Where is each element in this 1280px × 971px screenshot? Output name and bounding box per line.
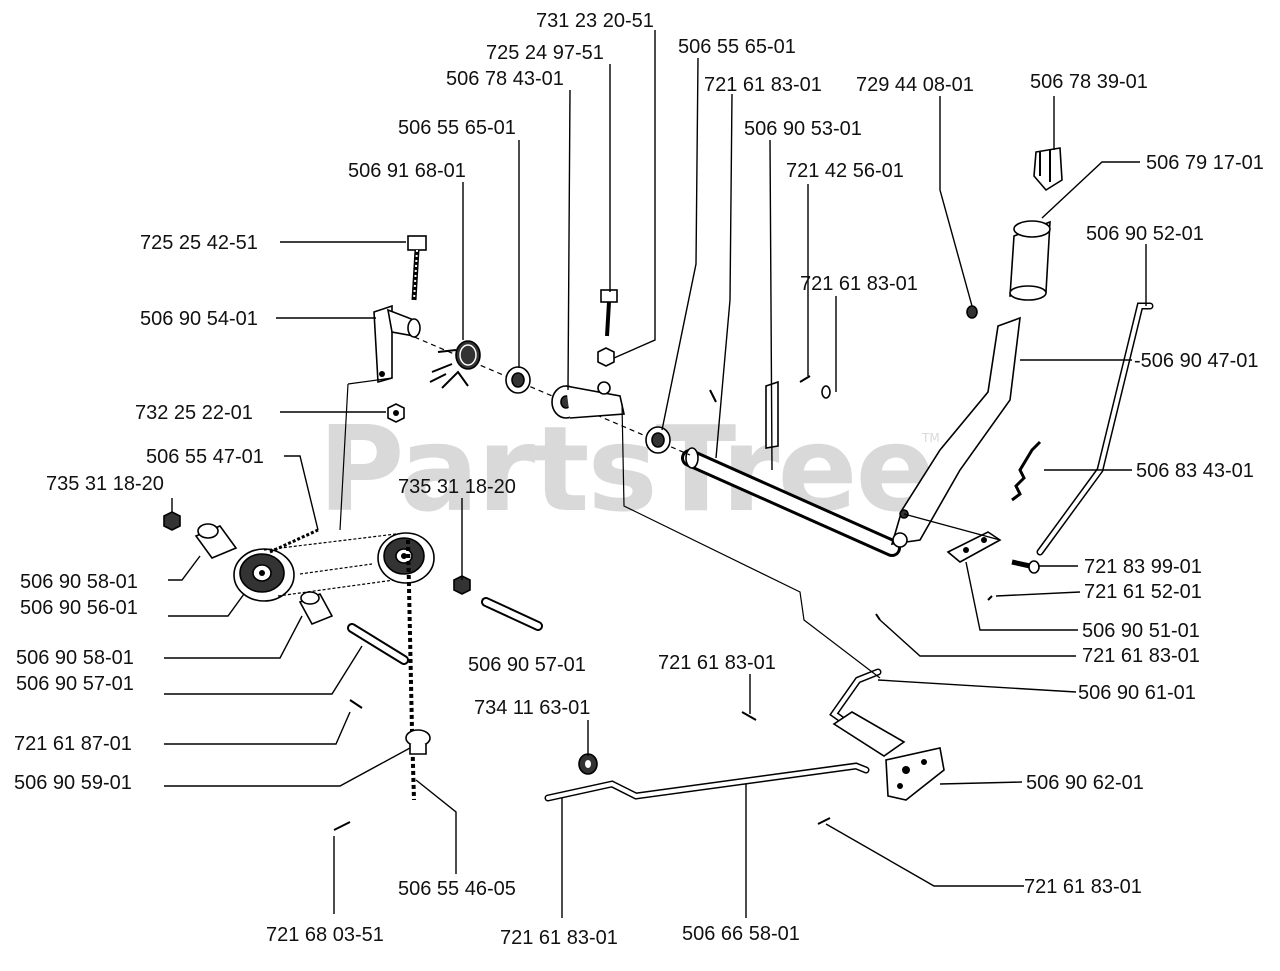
washer-part [966,305,978,319]
part-label: 721 61 83-01 [500,927,618,949]
spacer-part-2 [298,591,334,626]
bushing-part [505,366,531,394]
part-label: 721 68 03-51 [266,924,384,946]
pivot-arm-part [551,381,625,419]
link-rod-part [544,762,870,802]
part-label: 506 90 57-01 [16,673,134,695]
knob-part [1033,147,1063,192]
spacer-part [194,523,238,559]
pin-part [987,595,993,601]
control-rod-part [1036,302,1154,556]
part-label: 735 31 18-20 [398,476,516,498]
part-label: 506 91 68-01 [348,160,466,182]
mount-plate-part [946,531,1002,563]
cable-end-part [405,729,431,755]
part-label: 506 90 61-01 [1078,682,1196,704]
belt-part [263,533,397,597]
part-label: 506 90 62-01 [1026,772,1144,794]
part-label: 721 61 52-01 [1084,581,1202,603]
part-label: 506 90 58-01 [16,647,134,669]
part-label: 506 90 58-01 [20,571,138,593]
cotter-pin-part [709,375,831,403]
part-label: 506 90 57-01 [468,654,586,676]
leader-lines [164,30,1147,918]
bushing-part-2 [645,426,671,454]
part-label: 721 61 83-01 [1082,645,1200,667]
cable-part [269,528,319,554]
part-label: 506 90 56-01 [20,597,138,619]
part-label: 506 78 43-01 [446,68,564,90]
part-label: 732 25 22-01 [135,402,253,424]
part-label: -506 90 47-01 [1134,350,1259,372]
pin-part-right [481,597,543,631]
washer-part-2 [578,753,598,775]
cotter-pin-part-3 [817,817,831,825]
torsion-spring-part [429,340,481,389]
part-label: 721 83 99-01 [1084,556,1202,578]
part-label: 735 31 18-20 [46,473,164,495]
part-label: 506 90 54-01 [140,308,258,330]
part-label: 721 61 83-01 [1024,876,1142,898]
bell-crank-part [832,711,945,801]
part-label: 506 55 65-01 [398,117,516,139]
part-label: 731 23 20-51 [536,10,654,32]
small-bolt-part [597,289,618,367]
part-label: 506 90 53-01 [744,118,862,140]
spring-pin-part-2 [333,821,351,831]
grip-part [1009,220,1051,301]
part-label: 725 24 97-51 [486,42,604,64]
bolt-part [407,235,427,301]
left-pulley-part [233,548,295,602]
pin-part-left [347,623,409,665]
part-label: 721 61 87-01 [14,733,132,755]
part-label: 721 61 83-01 [800,273,918,295]
tension-spring-part [1011,440,1042,502]
part-label: 506 55 65-01 [678,36,796,58]
part-label: 506 90 52-01 [1086,223,1204,245]
locknut-part [163,511,181,531]
part-label: 506 90 51-01 [1082,620,1200,642]
part-label: 725 25 42-51 [140,232,258,254]
handle-lever-part [890,316,1021,548]
long-shaft [681,447,901,557]
part-label: 721 42 56-01 [786,160,904,182]
watermark-trademark: TM [921,431,940,445]
part-label: 506 90 59-01 [14,772,132,794]
cotter-pin-part-4 [875,613,881,621]
vertical-cable-part [406,539,416,801]
part-label: 721 61 83-01 [658,652,776,674]
part-label: 506 55 47-01 [146,446,264,468]
part-label: 506 55 46-05 [398,878,516,900]
spring-pin-part [349,699,363,709]
part-labels: 731 23 20-51 725 24 97-51 506 78 43-01 5… [14,10,1264,949]
part-label: 721 61 83-01 [704,74,822,96]
nut-part [387,403,405,423]
part-label: 734 11 63-01 [474,697,590,719]
parts-drawing [163,147,1154,831]
part-label: 506 79 17-01 [1146,152,1264,174]
part-label: 506 78 39-01 [1030,71,1148,93]
part-label: 506 66 58-01 [682,923,800,945]
bracket-part [373,304,421,384]
right-pulley-part [377,532,435,584]
cotter-pin-part-2 [741,711,757,721]
shoulder-bolt-part [1011,559,1040,574]
part-label: 506 83 43-01 [1136,460,1254,482]
part-label: 729 44 08-01 [856,74,974,96]
